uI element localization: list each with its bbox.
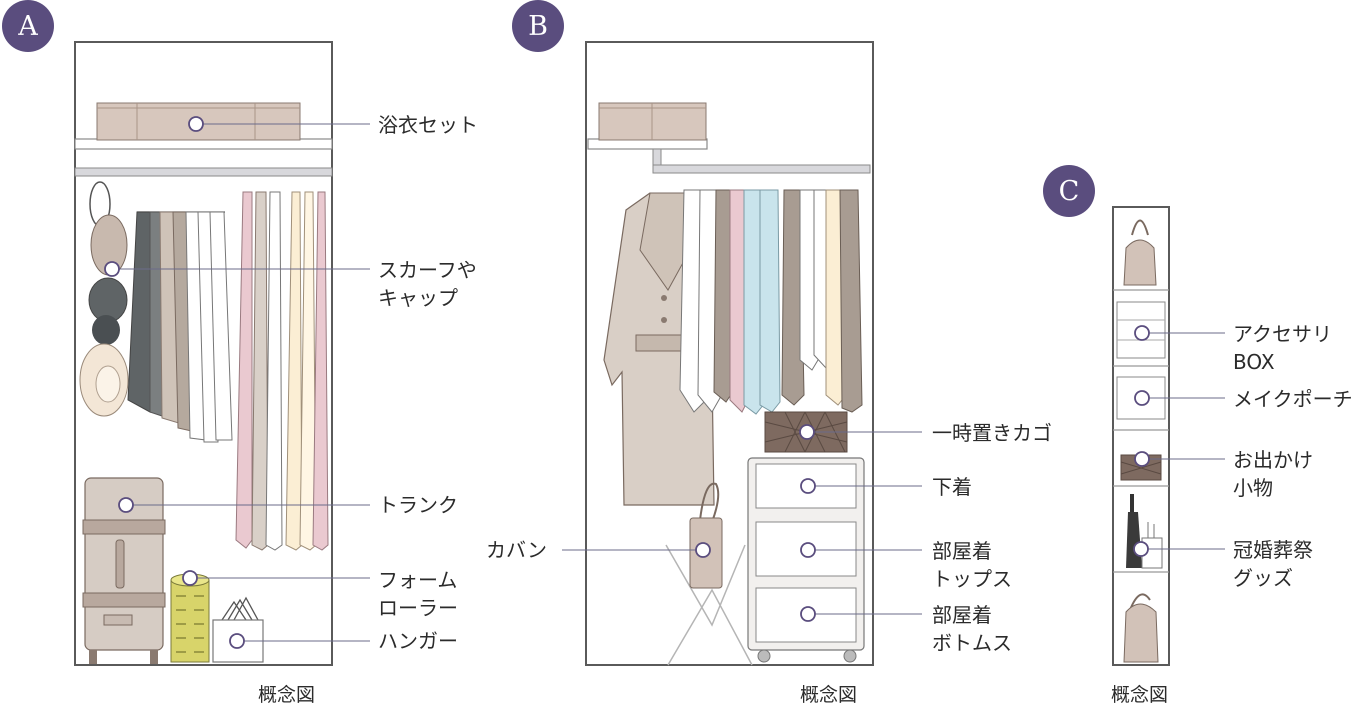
trunk [82,477,166,664]
badge-c: C [1043,165,1095,217]
label-roomwear-tops: 部屋着 トップス [932,539,1012,591]
label-underwear: 下着 [932,475,972,499]
foam-roller [170,573,210,663]
long-dresses [235,191,329,551]
marker-roomwear-bottoms [800,606,816,622]
hanging-shirts [679,189,863,415]
badge-a: A [2,0,54,52]
marker-trunk [118,497,134,513]
marker-basket [799,424,815,440]
marker-scarf [104,261,120,277]
label-yukata: 浴衣セット [378,113,478,137]
label-outing: お出かけ 小物 [1233,448,1313,500]
closet-b-rail [652,164,871,174]
label-hanger: ハンガー [378,629,458,653]
marker-hanger [229,633,245,649]
marker-underwear [800,478,816,494]
closet-c [1112,206,1170,666]
closet-b [585,41,874,666]
leader-lines [118,123,1225,642]
label-accessory: アクセサリ BOX [1233,322,1332,374]
scarf-cap-stack [79,181,129,417]
c-bottom-bag [1123,593,1159,663]
label-foam: フォーム ローラー [378,568,458,620]
label-bag: カバン [486,538,547,562]
marker-makeup [1134,390,1150,406]
label-scarf: スカーフや キャップ [378,258,477,310]
c-top-bag [1123,219,1157,286]
marker-accessory [1134,325,1150,341]
label-makeup: メイクポーチ [1233,387,1353,411]
marker-ceremony [1133,541,1149,557]
closet-a [74,41,333,666]
label-trunk: トランク [378,493,458,517]
marker-roomwear-tops [800,542,816,558]
closet-b-box [598,102,707,141]
caption-b: 概念図 [800,684,858,706]
marker-outing [1134,451,1150,467]
closet-a-rail [74,167,333,177]
marker-bag [695,542,711,558]
pants-group [127,211,233,443]
badge-b: B [512,0,564,52]
caption-c: 概念図 [1111,684,1169,706]
marker-foam [182,570,198,586]
caption-a: 概念図 [258,684,316,706]
marker-yukata [188,116,204,132]
label-ceremony: 冠婚葬祭 グッズ [1233,538,1313,590]
label-basket: 一時置きカゴ [932,421,1052,445]
label-roomwear-bottoms: 部屋着 ボトムス [932,603,1012,655]
